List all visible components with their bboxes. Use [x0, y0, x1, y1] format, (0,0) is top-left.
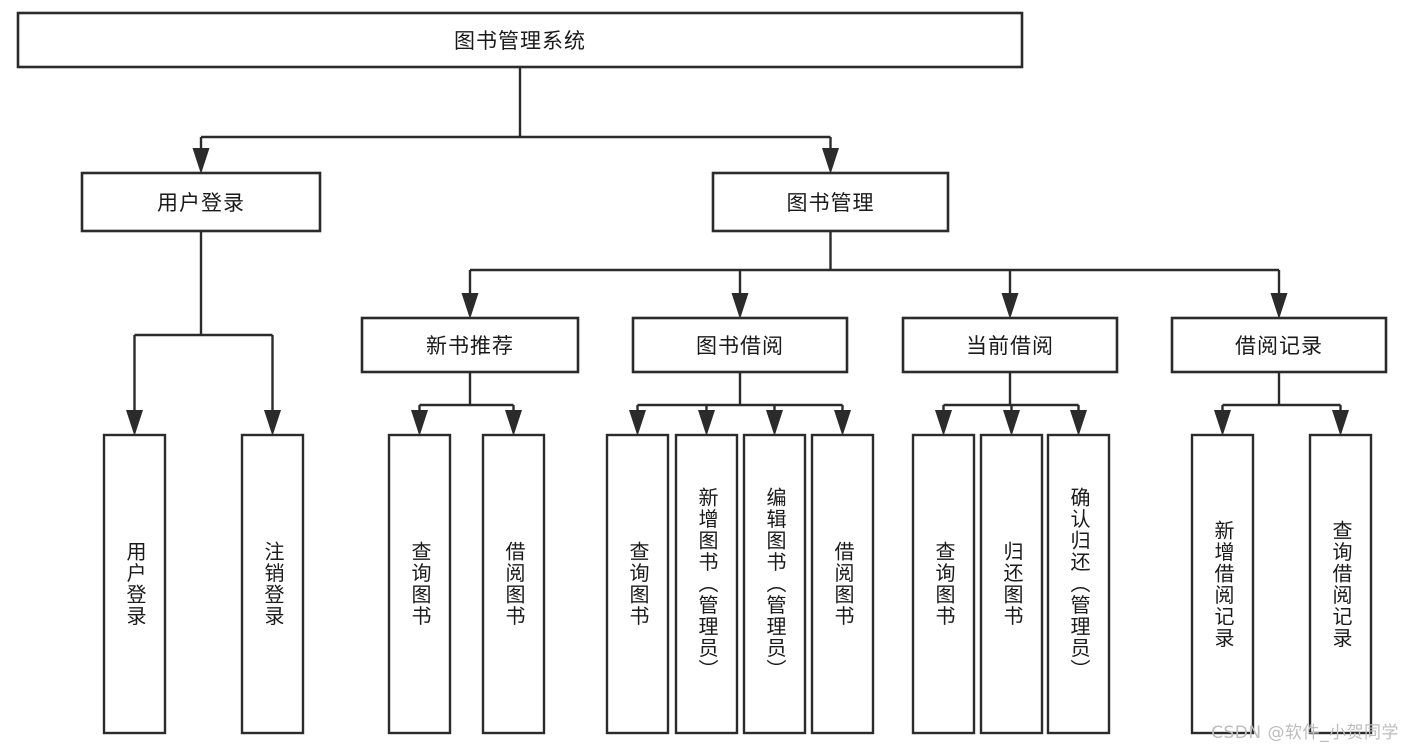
arrowhead-leaf_3	[411, 410, 428, 436]
arrowhead-leaf_12	[1214, 410, 1231, 436]
node-box-leaf_11[interactable]	[1046, 433, 1111, 735]
node-box-leaf_10[interactable]	[979, 433, 1044, 735]
arrowhead-l2_a	[192, 148, 210, 174]
node-box-leaf_3[interactable]	[387, 433, 452, 735]
edge-group-l2_a	[126, 231, 281, 436]
node-box-l2_a[interactable]	[80, 171, 322, 233]
node-box-leaf_13[interactable]	[1308, 433, 1373, 735]
arrowhead-leaf_10	[1003, 410, 1020, 436]
arrowhead-l3_a	[461, 293, 479, 319]
arrowhead-leaf_1	[126, 410, 143, 436]
edge-group-l3_d	[1214, 372, 1349, 436]
node-box-l3_b[interactable]	[631, 316, 849, 374]
arrowhead-leaf_7	[766, 410, 783, 436]
edge-group-l3_c	[935, 372, 1087, 436]
arrowhead-l3_c	[1001, 293, 1019, 319]
arrowhead-leaf_9	[935, 410, 952, 436]
arrowhead-leaf_11	[1070, 410, 1087, 436]
arrowhead-leaf_2	[264, 410, 281, 436]
edge-group-l3_b	[629, 372, 851, 436]
node-box-leaf_8[interactable]	[810, 433, 875, 735]
node-box-leaf_9[interactable]	[911, 433, 976, 735]
node-box-l3_d[interactable]	[1170, 316, 1388, 374]
arrowhead-leaf_5	[629, 410, 646, 436]
arrowhead-leaf_13	[1332, 410, 1349, 436]
node-layer	[16, 11, 1388, 735]
node-box-root[interactable]	[16, 11, 1024, 69]
arrowhead-l3_b	[731, 293, 749, 319]
node-box-l2_b[interactable]	[711, 171, 950, 233]
arrowhead-l3_d	[1270, 293, 1288, 319]
edge-group-l3_a	[411, 372, 522, 436]
edge-group-l2_b	[461, 231, 1288, 319]
arrowhead-l2_b	[822, 148, 839, 174]
edge-group-root	[192, 67, 839, 174]
node-box-leaf_4[interactable]	[481, 433, 546, 735]
node-box-leaf_7[interactable]	[742, 433, 807, 735]
edge-layer	[126, 67, 1349, 436]
arrowhead-leaf_4	[505, 410, 522, 436]
node-box-leaf_12[interactable]	[1190, 433, 1255, 735]
node-box-l3_c[interactable]	[901, 316, 1119, 374]
node-box-leaf_2[interactable]	[240, 433, 305, 735]
node-box-leaf_6[interactable]	[674, 433, 739, 735]
arrowhead-leaf_8	[834, 410, 851, 436]
csdn-watermark: CSDN @软件_小贺同学	[1211, 723, 1399, 743]
node-box-leaf_1[interactable]	[102, 433, 167, 735]
node-box-l3_a[interactable]	[360, 316, 580, 374]
arrowhead-leaf_6	[698, 410, 715, 436]
node-box-leaf_5[interactable]	[605, 433, 670, 735]
